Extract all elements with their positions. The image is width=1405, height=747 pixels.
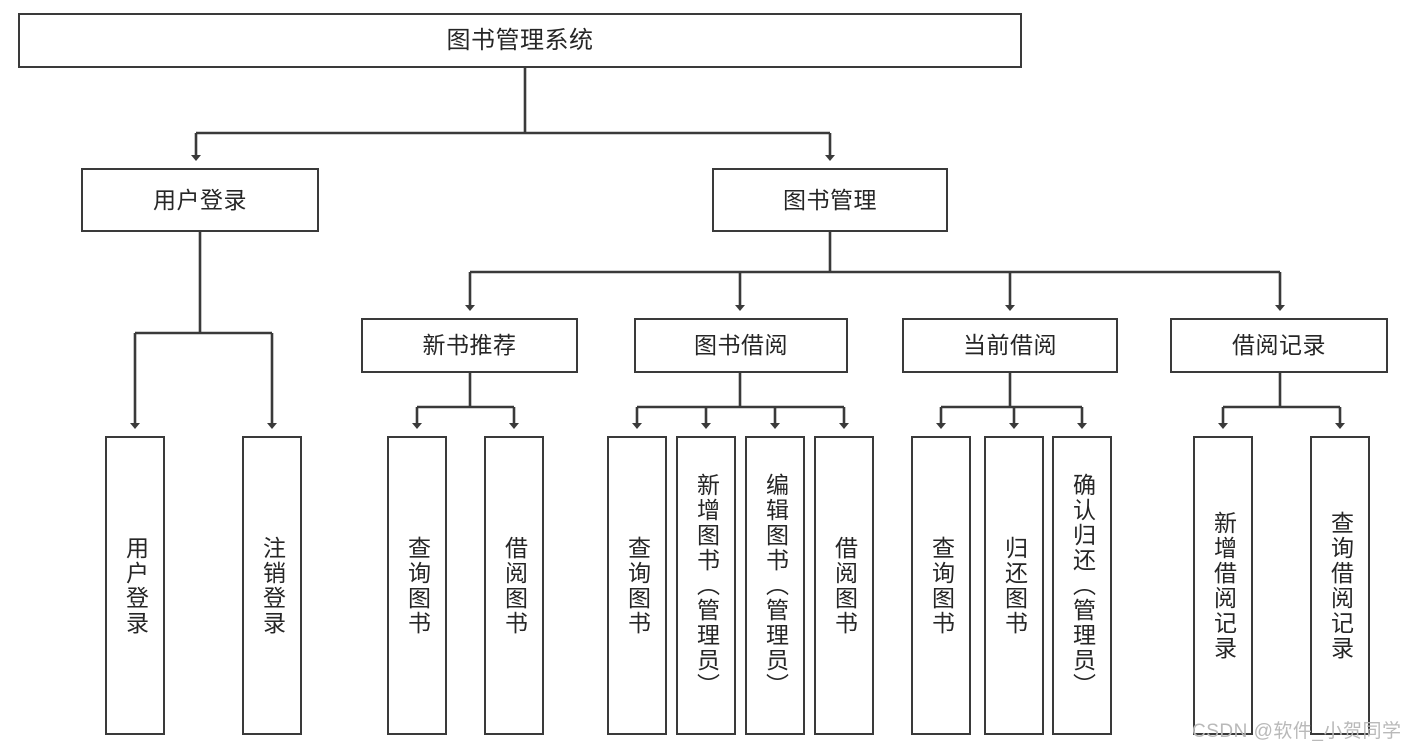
node-root[interactable]: 图书管理系统	[18, 13, 1022, 68]
leaf-add-borrow-record[interactable]: 新增借阅记录	[1193, 436, 1253, 735]
leaf-borrow-book[interactable]: 借阅图书	[814, 436, 874, 735]
leaf-query-borrow-record[interactable]: 查询借阅记录	[1310, 436, 1370, 735]
leaf-query-book-recommend[interactable]: 查询图书	[387, 436, 447, 735]
leaf-query-book-borrow[interactable]: 查询图书	[607, 436, 667, 735]
leaf-user-login[interactable]: 用户登录	[105, 436, 165, 735]
node-borrow-records[interactable]: 借阅记录	[1170, 318, 1388, 373]
leaf-confirm-return-admin[interactable]: 确认归还（管理员）	[1052, 436, 1112, 735]
node-user-login[interactable]: 用户登录	[81, 168, 319, 232]
node-book-management[interactable]: 图书管理	[712, 168, 948, 232]
leaf-query-book-current[interactable]: 查询图书	[911, 436, 971, 735]
leaf-borrow-book-recommend[interactable]: 借阅图书	[484, 436, 544, 735]
node-book-borrow[interactable]: 图书借阅	[634, 318, 848, 373]
leaf-return-book[interactable]: 归还图书	[984, 436, 1044, 735]
leaf-logout[interactable]: 注销登录	[242, 436, 302, 735]
node-current-borrow[interactable]: 当前借阅	[902, 318, 1118, 373]
leaf-edit-book-admin[interactable]: 编辑图书（管理员）	[745, 436, 805, 735]
node-new-book-recommend[interactable]: 新书推荐	[361, 318, 578, 373]
csdn-watermark: CSDN @软件_小贺同学	[1192, 721, 1402, 742]
leaf-add-book-admin[interactable]: 新增图书（管理员）	[676, 436, 736, 735]
